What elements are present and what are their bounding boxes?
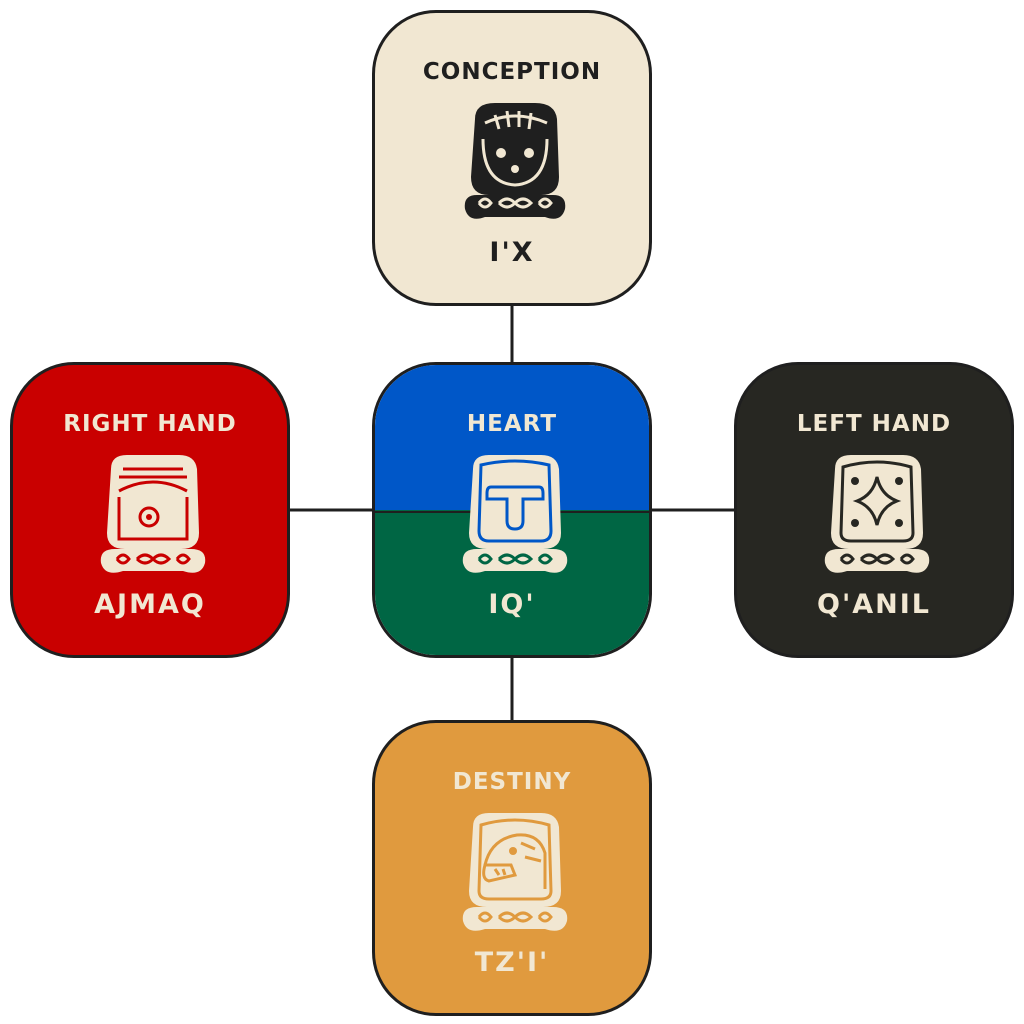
jaguar-face-icon — [464, 103, 566, 219]
card-name: I'X — [489, 237, 535, 268]
card-conception: CONCEPTION I'X — [372, 10, 652, 306]
ajmaq-glyph-icon — [100, 455, 206, 573]
card-name: Q'ANIL — [817, 589, 931, 620]
dog-head-glyph-icon — [462, 813, 568, 931]
card-name: TZ'I' — [474, 947, 550, 978]
card-destiny: DESTINY TZ'I' — [372, 720, 652, 1016]
card-left-hand: LEFT HAND Q'ANIL — [734, 362, 1014, 658]
card-label: CONCEPTION — [422, 59, 602, 85]
star-seed-glyph-icon — [824, 455, 930, 573]
card-name: AJMAQ — [94, 589, 206, 620]
card-right-hand: RIGHT HAND AJMAQ — [10, 362, 290, 658]
card-heart: HEART IQ' — [372, 362, 652, 658]
card-label: HEART — [466, 411, 558, 437]
card-label: RIGHT HAND — [63, 411, 237, 437]
wind-t-glyph-icon — [462, 455, 568, 573]
card-label: DESTINY — [452, 769, 572, 795]
card-name: IQ' — [488, 589, 536, 620]
card-label: LEFT HAND — [796, 411, 952, 437]
